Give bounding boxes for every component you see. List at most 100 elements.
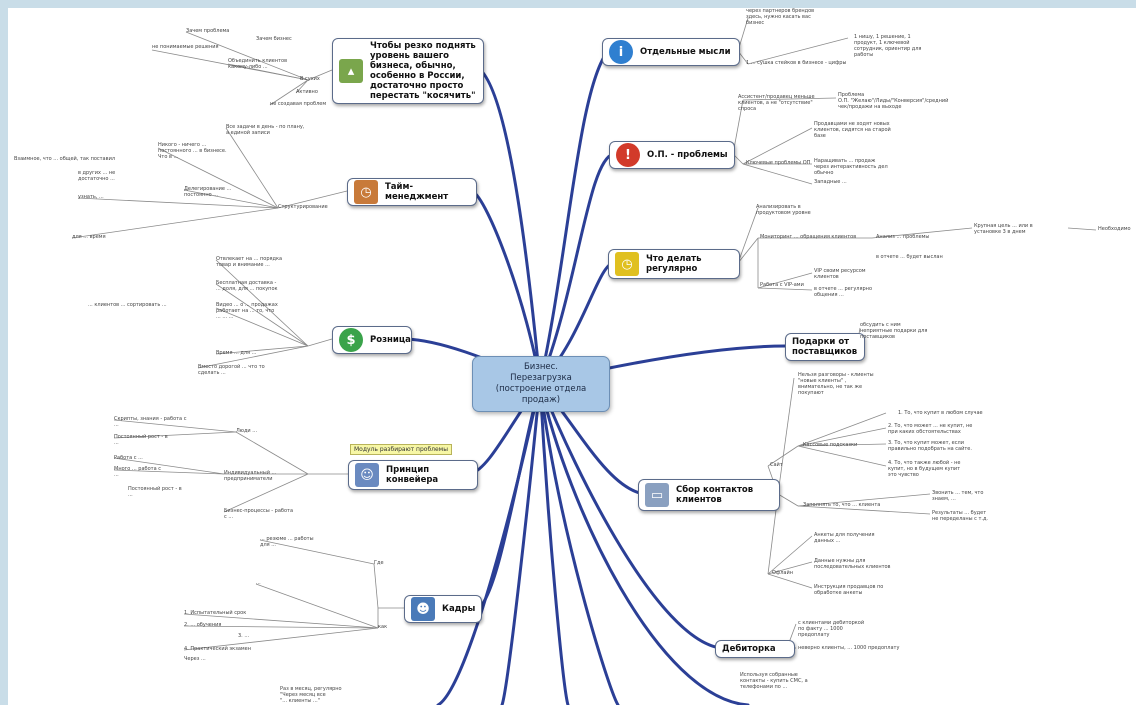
leaf-text: ... клиентов ... сортировать ... [88, 302, 167, 308]
leaf-connector [215, 307, 309, 347]
leaf-text: 2. ... обучения [184, 622, 222, 628]
topic-chto-delat[interactable]: ◷ Что делать регулярно [608, 249, 740, 279]
leaf-text: Продавцами не ходят новых клиентов, сидя… [814, 121, 891, 139]
topic-chtoby-rezko[interactable]: ▴ Чтобы резко поднять уровень вашего биз… [332, 38, 484, 104]
topic-op-problemy[interactable]: ! О.П. - проблемы [609, 141, 735, 169]
topic-label: Отдельные мысли [640, 47, 731, 57]
leaf-connector [71, 207, 279, 239]
leaf-text: Зачем проблема [186, 28, 230, 34]
clock-icon: ◷ [354, 180, 378, 204]
leaf-text: Индивидуальный ... предприниматели [224, 470, 277, 482]
topic-otdelnye-mysli[interactable]: i Отдельные мысли [602, 38, 740, 66]
topic-label: Чтобы резко поднять уровень вашего бизне… [370, 41, 476, 101]
leaf-connector [737, 237, 759, 264]
leaf-connectors [71, 17, 1097, 651]
leaf-connector [797, 493, 931, 507]
leaf-connector [215, 283, 309, 347]
leaf-text: Необходимо [1098, 226, 1131, 232]
topic-label: Подарки от поставщиков [792, 337, 858, 357]
leaf-connector [183, 627, 379, 651]
leaf-text: 2. То, что может ... не купит, не при ка… [888, 423, 973, 435]
leaf-text: 4. То, что также любой - не купит, но в … [888, 460, 961, 478]
topic-kadry[interactable]: ☻ Кадры [404, 595, 482, 623]
leaf-text: VIP своим ресурсом клиентов [814, 268, 866, 280]
leaf-text: Вместо дорогой ... что то сделать ... [198, 364, 265, 376]
topic-debitorka[interactable]: Дебиторка [715, 640, 795, 658]
leaf-connector [777, 377, 795, 495]
topic-label: Принцип конвейера [386, 465, 439, 485]
leaf-text: Объединить клиентов какому-либо ... [228, 58, 288, 70]
leaf-connector [307, 69, 333, 81]
leaf-text: Скрипты, знания - работа с ... [114, 416, 187, 428]
leaf-connector [742, 97, 837, 101]
leaf-connector [757, 287, 813, 291]
leaf-connector [183, 625, 379, 629]
topic-podarki[interactable]: Подарки от поставщиков [785, 333, 865, 361]
leaf-text: Зачем бизнес [256, 36, 292, 42]
leaf-text: 1. То, что купит в любом случае [898, 410, 983, 416]
leaf-text: Ассистент/продавец меньше клиентов, а не… [738, 94, 815, 112]
topic-konveer[interactable]: ☺ Принцип конвейера [348, 460, 478, 490]
leaf-text: Крупная цель ... или в установке 3 в дне… [974, 223, 1033, 235]
leaf-connector [742, 163, 813, 185]
callout-note: Модуль разбирают проблемы [350, 444, 452, 455]
topic-label: Розница [370, 335, 411, 345]
leaf-text: Взаимное, что ... общей, так поставил [14, 156, 116, 162]
leaf-text: Активно [296, 89, 318, 95]
topic-label: Что делать регулярно [646, 254, 702, 274]
leaf-connector [183, 189, 279, 209]
leaf-text: Инструкция продавцов по обработке анкеты [814, 584, 884, 596]
leaf-connector [255, 583, 379, 629]
leaf-connector [737, 207, 759, 264]
leaf-text: не понимаемые решения [152, 44, 219, 50]
leaf-connector [269, 79, 309, 106]
leaf-text: как [378, 624, 388, 630]
branch-line [436, 381, 542, 705]
leaf-connector [77, 197, 279, 209]
leaf-text: Много ... работа с ... [114, 466, 161, 478]
leaf-text: для ... время [72, 234, 106, 240]
topic-label: Дебиторка [722, 644, 776, 654]
leaf-text: Бесплатная доставка - ... доля, для ... … [216, 280, 278, 292]
leaf-text: не создавая проблем [270, 101, 327, 107]
leaf-connector [777, 493, 799, 507]
topic-roznica[interactable]: $ Розница [332, 326, 412, 354]
leaf-text: 1 ... сушка стейков в бизнесе - цифры [746, 60, 847, 66]
central-topic-label: Бизнес. Перезагрузка (построение отдела … [495, 362, 587, 405]
leaf-connector [767, 445, 799, 467]
leaf-text: Все задачи в день - по плану, а единой з… [226, 124, 305, 136]
leaf-text: Заполнять то, что ... клиента [803, 502, 881, 508]
leaf-connector [767, 573, 813, 589]
leaf-text: 4. Практический экзамен [184, 646, 252, 652]
leaf-text: Данные нужны для последовательных клиент… [814, 558, 891, 570]
leaf-text: Кассовые подсказки [803, 442, 858, 448]
money-icon: $ [339, 328, 363, 352]
leaf-connector [797, 505, 931, 515]
leaf-connector [183, 613, 379, 629]
leaf-connector [797, 427, 887, 447]
branch-line [538, 381, 620, 705]
leaf-text: 3. То, что купит может, если правильно п… [888, 440, 972, 452]
topic-sbor-kontaktov[interactable]: ▭ Сбор контактов клиентов [638, 479, 780, 511]
branch-line [538, 152, 616, 385]
leaf-text: Ключевые проблемы ОП [746, 160, 811, 166]
leaf-text: 1 нишу, 1 решение, 1 продукт, 1 ключевой… [854, 34, 922, 58]
topic-label: Тайм-менеджмент [385, 182, 449, 202]
central-topic[interactable]: Бизнес. Перезагрузка (построение отдела … [472, 356, 610, 412]
leaf-connector [767, 561, 813, 575]
leaf-text: Звонить ... тем, что знаем, ... [932, 490, 984, 502]
leaf-connector [259, 539, 375, 565]
info-icon: i [609, 40, 633, 64]
leaf-text: Бизнес-процессы - работа с ... [224, 508, 294, 520]
leaf-connector [797, 412, 887, 447]
leaf-text: ... [256, 580, 261, 586]
leaf-text: Через ... [184, 656, 206, 662]
leaf-text: с клиентами дебиторкой по факту ... 1000… [798, 620, 865, 638]
leaf-connector [157, 147, 279, 209]
topic-label: Сбор контактов клиентов [676, 485, 754, 505]
leaf-text: Проблема О.П. "Желаю"/Лиды/"Конверсия"/с… [838, 92, 949, 110]
leaf-connector [1067, 227, 1097, 231]
leaf-text: Делегирование ... постоянно ... [184, 186, 232, 198]
topic-taim[interactable]: ◷ Тайм-менеджмент [347, 178, 477, 206]
branch-line [538, 381, 570, 705]
